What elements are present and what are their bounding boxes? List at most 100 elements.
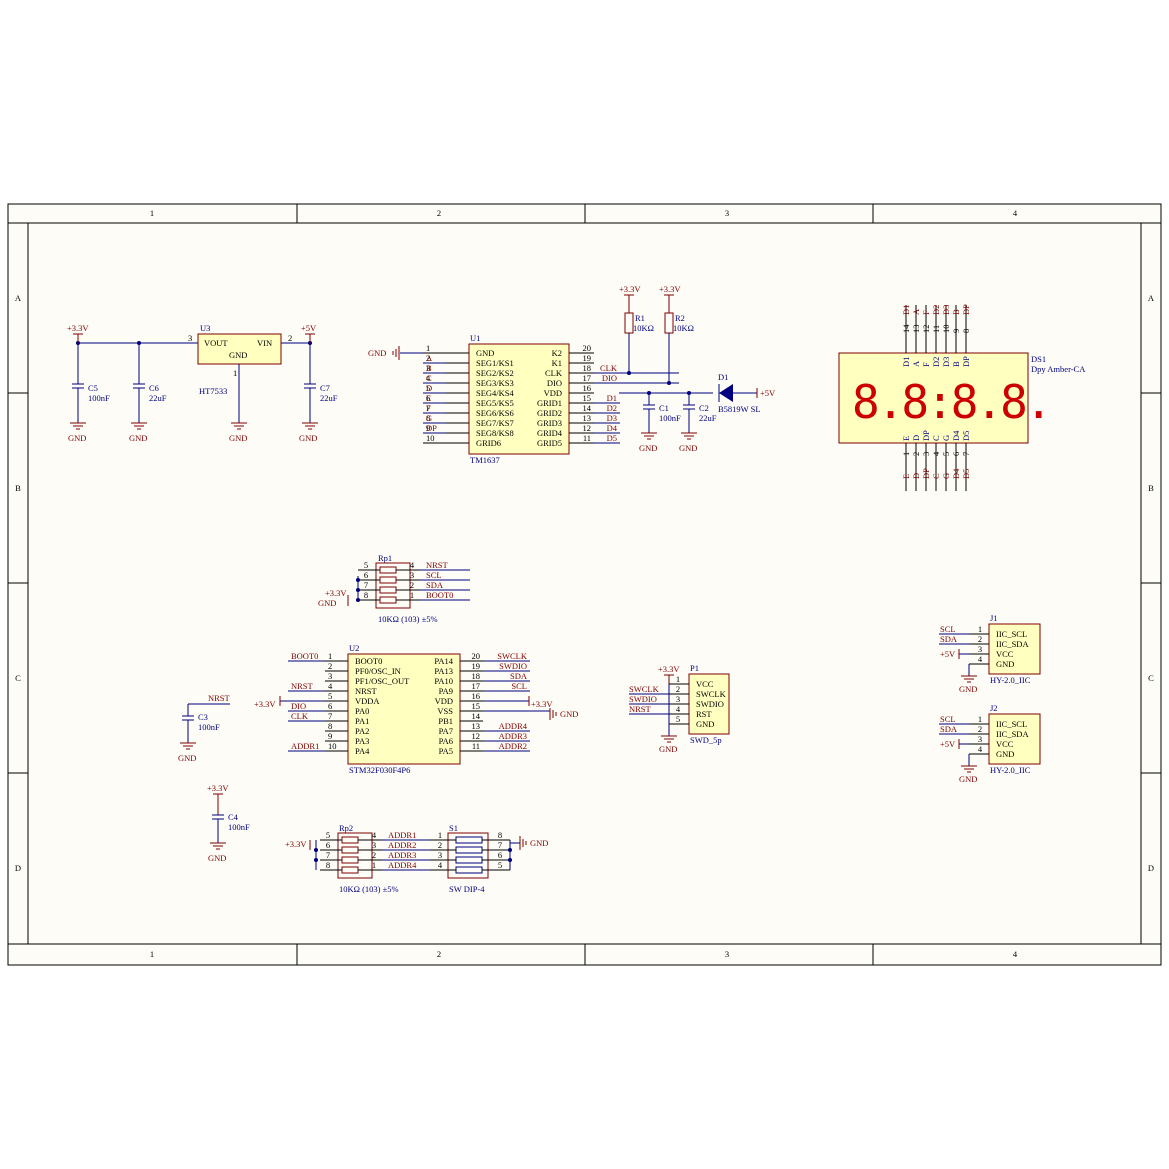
s1-switch-1 (455, 846, 483, 854)
u2-pin-name-20: PA14 (434, 656, 453, 666)
u3-pin-num-3: 3 (188, 333, 192, 343)
u2-vdd-power: +3.3V (531, 699, 553, 709)
col-label-3-bottom: 3 (725, 949, 729, 959)
r2-ref: R2 (675, 313, 685, 323)
u3-pin-gnd: GND (229, 350, 247, 360)
u2-pin-name-7: PA1 (355, 716, 369, 726)
u1-pin-num-15: 15 (583, 393, 592, 403)
j1-body (988, 623, 1041, 675)
u2-pin-name-8: PA2 (355, 726, 369, 736)
u1-pin-name-1: GND (476, 348, 494, 358)
u2-net-label-7: CLK (291, 711, 309, 721)
col-label-4-bottom: 4 (1013, 949, 1018, 959)
u2-body (347, 653, 461, 765)
u1-net-label-13: D3 (607, 413, 617, 423)
u1-body (468, 343, 570, 455)
ds1-net-5: G (941, 473, 951, 479)
u1-pin-num-4: 4 (426, 373, 431, 383)
u1-ref: U1 (470, 333, 480, 343)
j2-pin-num-3: 3 (978, 734, 982, 744)
ds1-ref: DS1 (1031, 354, 1046, 364)
u2-pin-num-18: 18 (472, 671, 481, 681)
u1-pin-num-16: 16 (583, 383, 592, 393)
u1-pin-name-8: SEG7/KS7 (476, 418, 514, 428)
c3-gnd: GND (178, 753, 196, 763)
j1-pin-name-2: IIC_SDA (996, 639, 1029, 649)
c5-ref: C5 (88, 383, 98, 393)
c3-net: NRST (208, 693, 231, 703)
u2-pin-num-19: 19 (472, 661, 481, 671)
u1-pin-name-12: GRID4 (537, 428, 563, 438)
rp1-resistor-1 (379, 576, 397, 584)
u1-pin-name-5: SEG4/KS4 (476, 388, 515, 398)
c1-ref: C1 (659, 403, 669, 413)
j1-part: HY-2.0_IIC (990, 675, 1031, 685)
u1-net-label-9: DP (426, 423, 437, 433)
power-port-3v3-u3: +3.3V (67, 323, 89, 333)
u3-pin-vin: VIN (257, 338, 272, 348)
u1-pin-num-14: 14 (583, 403, 592, 413)
svg-text:GND: GND (679, 443, 697, 453)
ds1-net-13: A (911, 308, 921, 315)
rp2-net-label-2: ADDR3 (388, 850, 416, 860)
j1-pin-num-3: 3 (978, 644, 982, 654)
u2-pin-name-14: PB1 (438, 716, 453, 726)
u2-pin-num-10: 10 (328, 741, 337, 751)
c4-gnd: GND (208, 853, 226, 863)
p1-gnd: GND (659, 744, 677, 754)
rp1-pin-r-2: 2 (410, 580, 414, 590)
u2-pin-num-12: 12 (472, 731, 481, 741)
p1-net-label-4: NRST (629, 704, 652, 714)
r1-ref: R1 (635, 313, 645, 323)
d1-power: +5V (760, 388, 776, 398)
rp2-pin-r-2: 2 (372, 850, 376, 860)
ds1-net-7: D5 (961, 469, 971, 479)
rp2-resistor-3 (341, 866, 359, 874)
row-label-d-right: D (1148, 863, 1154, 873)
ds1-pin-num-12: 12 (921, 325, 931, 334)
u2-net-label-4: NRST (291, 681, 314, 691)
u1-pin-name-17: DIO (547, 378, 562, 388)
u1-net-label-8: G (426, 413, 432, 423)
row-label-b-right: B (1148, 483, 1154, 493)
u2-pin-num-4: 4 (328, 681, 333, 691)
rp1-value: 10KΩ (103) ±5% (378, 614, 438, 624)
r1-value: 10KΩ (633, 323, 654, 333)
j1-net-label-1: SCL (940, 624, 956, 634)
s1-gnd: GND (530, 838, 548, 848)
svg-text:GND: GND (129, 433, 147, 443)
j2-pin-name-3: VCC (996, 739, 1014, 749)
u1-pin-num-17: 17 (583, 373, 592, 383)
rp2-value: 10KΩ (103) ±5% (339, 884, 399, 894)
j1-power-label: +5V (940, 649, 956, 659)
u1-pin-name-3: SEG2/KS2 (476, 368, 514, 378)
ds1-pin-num-1: 1 (901, 452, 911, 456)
s1-switch-3 (455, 866, 483, 874)
u2-pin-num-11: 11 (472, 741, 480, 751)
rp1-resistor-0 (379, 566, 397, 574)
ds1-pin-num-11: 11 (931, 325, 941, 333)
j1-pin-name-4: GND (996, 659, 1014, 669)
j2-pin-name-4: GND (996, 749, 1014, 759)
u1-pin-num-19: 19 (583, 353, 592, 363)
rp2-pin-l-7: 7 (326, 850, 330, 860)
s1-pin-r-5: 5 (498, 860, 502, 870)
u1-pin-num-18: 18 (583, 363, 592, 373)
ds1-net-12: F (921, 310, 931, 315)
u3-ref: U3 (200, 323, 210, 333)
rp2-pin-l-8: 8 (326, 860, 330, 870)
c4-power: +3.3V (207, 783, 229, 793)
col-label-2-bottom: 2 (437, 949, 441, 959)
r1-body (624, 312, 634, 334)
rp2-resistor-1 (341, 846, 359, 854)
u2-pin-name-10: PA4 (355, 746, 370, 756)
j2-gnd: GND (959, 774, 977, 784)
